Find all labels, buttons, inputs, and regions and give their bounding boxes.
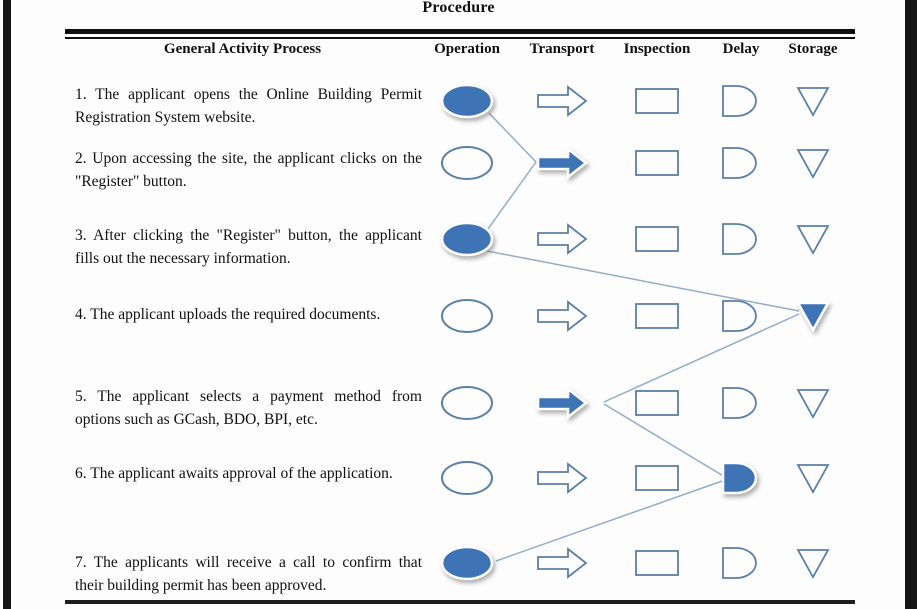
step-4-description: 4. The applicant uploads the required do… bbox=[75, 306, 381, 323]
operation-symbol bbox=[439, 294, 495, 338]
operation-symbol bbox=[439, 456, 495, 500]
step-6-description: 6. The applicant awaits approval of the … bbox=[75, 465, 393, 482]
header-rule-thin bbox=[65, 37, 855, 39]
step-1-description: 1. The applicant opens the Online Buildi… bbox=[75, 86, 422, 126]
page-title: Procedure bbox=[422, 0, 495, 16]
column-header-operation: Operation bbox=[434, 41, 500, 57]
inspection-symbol bbox=[629, 541, 685, 585]
storage-symbol bbox=[785, 456, 841, 500]
column-header-inspection: Inspection bbox=[623, 41, 691, 57]
inspection-symbol bbox=[629, 456, 685, 500]
operation-symbol bbox=[439, 381, 495, 425]
delay-symbol bbox=[713, 381, 769, 425]
footer-rule bbox=[65, 600, 855, 604]
inspection-symbol bbox=[629, 141, 685, 185]
column-header-storage: Storage bbox=[788, 41, 838, 57]
inspection-symbol bbox=[629, 79, 685, 123]
storage-symbol bbox=[785, 141, 841, 185]
step-5-description: 5. The applicant selects a payment metho… bbox=[75, 388, 422, 428]
storage-symbol bbox=[785, 79, 841, 123]
inspection-symbol bbox=[629, 294, 685, 338]
delay-symbol bbox=[713, 217, 769, 261]
operation-symbol bbox=[439, 141, 495, 185]
inspection-symbol bbox=[629, 217, 685, 261]
transport-symbol bbox=[534, 456, 590, 500]
transport-symbol bbox=[534, 79, 590, 123]
operation-symbol bbox=[439, 217, 495, 261]
delay-symbol bbox=[713, 541, 769, 585]
storage-symbol bbox=[785, 541, 841, 585]
column-header-transport: Transport bbox=[529, 41, 595, 57]
operation-symbol bbox=[439, 541, 495, 585]
left-border-bar bbox=[3, 0, 11, 609]
transport-symbol bbox=[534, 217, 590, 261]
step-7-description: 7. The applicants will receive a call to… bbox=[75, 554, 422, 594]
header-rule-thick bbox=[65, 29, 855, 34]
storage-symbol bbox=[785, 381, 841, 425]
right-border-bar bbox=[905, 0, 917, 609]
inspection-symbol bbox=[629, 381, 685, 425]
delay-symbol bbox=[713, 141, 769, 185]
transport-symbol bbox=[534, 541, 590, 585]
column-header-activity: General Activity Process bbox=[163, 41, 322, 57]
step-2-description: 2. Upon accessing the site, the applican… bbox=[75, 150, 422, 190]
transport-symbol bbox=[534, 141, 590, 185]
column-header-delay: Delay bbox=[722, 41, 760, 57]
transport-symbol bbox=[534, 381, 590, 425]
transport-symbol bbox=[534, 294, 590, 338]
delay-symbol bbox=[713, 79, 769, 123]
step-3-description: 3. After clicking the "Register" button,… bbox=[75, 227, 422, 267]
storage-symbol bbox=[785, 294, 841, 338]
delay-symbol bbox=[713, 456, 769, 500]
operation-symbol bbox=[439, 79, 495, 123]
delay-symbol bbox=[713, 294, 769, 338]
storage-symbol bbox=[785, 217, 841, 261]
